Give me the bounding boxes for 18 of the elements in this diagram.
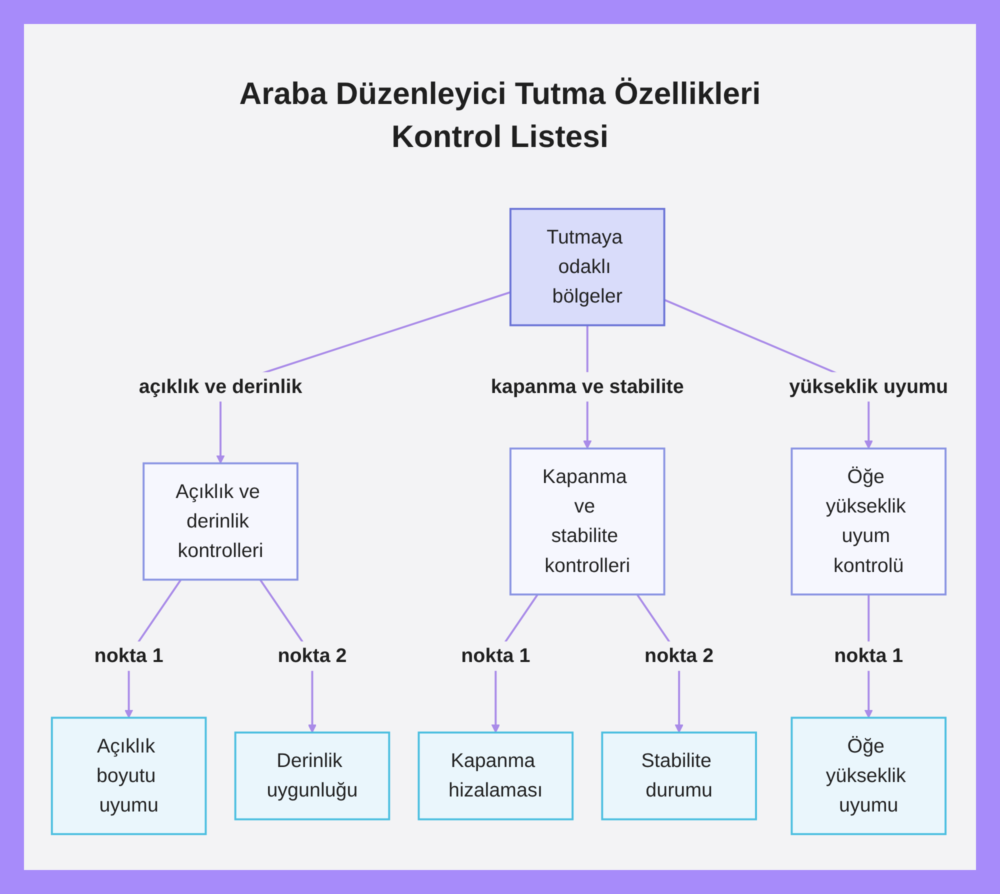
process-box: Kapanma hizalaması [418,732,574,820]
process-box: Açıklık boyutu uyumu [50,716,207,836]
process-box: Stabilite durumu [601,732,757,820]
edge-label: yükseklik uyumu [789,372,948,402]
process-box: Tutmaya odaklı bölgeler [509,208,666,326]
process-box: Öğe yükseklik uyumu [790,716,947,836]
edge-label: kapanma ve stabilite [490,372,684,402]
edge-label: nokta 2 [644,641,714,671]
process-box: Öğe yükseklik uyum kontrolü [790,448,947,596]
edge-label: nokta 1 [461,641,530,671]
edge-label: nokta 1 [94,641,164,671]
process-box: Derinlik uygunluğu [234,732,390,820]
edge-label: açıklık ve derinlik [138,372,302,402]
edge-label: nokta 2 [278,641,347,671]
diagram-title: Araba Düzenleyici Tutma Özellikleri Kontrol Listesi [238,75,762,156]
process-box: Kapanma ve stabilite kontrolleri [509,448,666,596]
process-box: Açıklık ve derinlik kontrolleri [142,462,298,581]
edge-label: nokta 1 [834,641,904,671]
